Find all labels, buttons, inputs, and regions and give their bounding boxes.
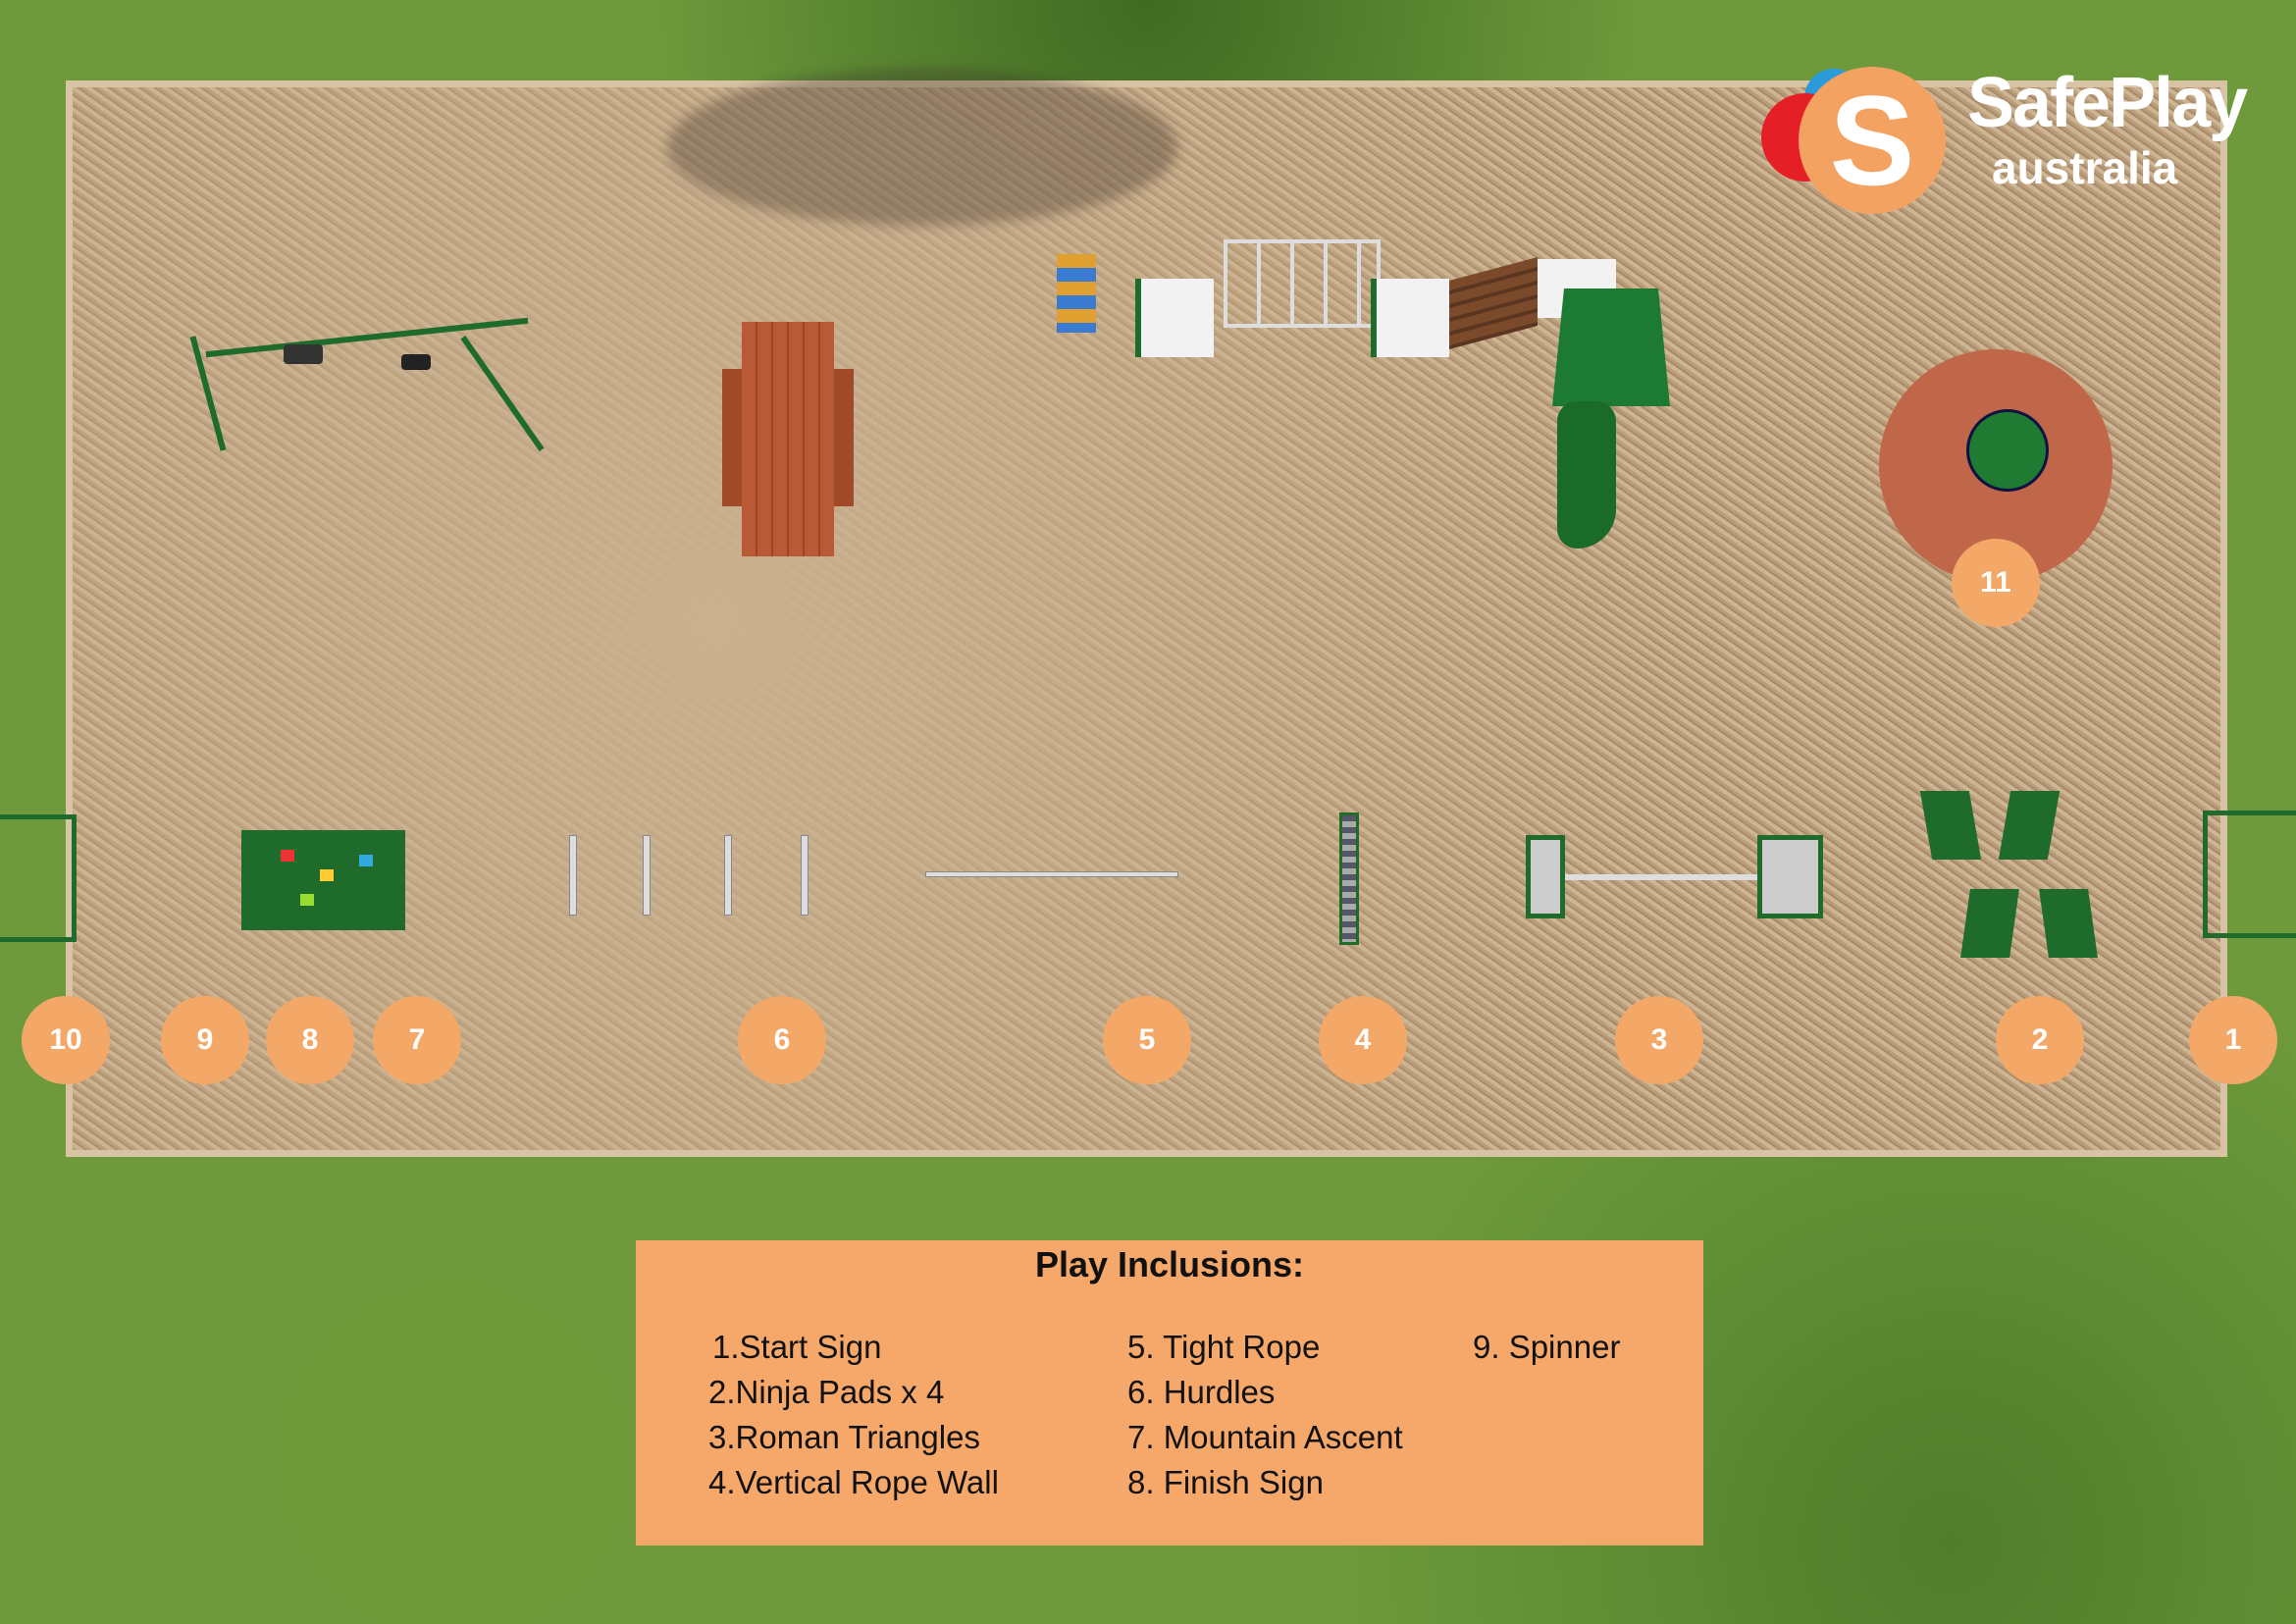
legend-item: 8. Finish Sign bbox=[1127, 1464, 1324, 1500]
play-area-mulch bbox=[66, 80, 2227, 1157]
legend-item: 4.Vertical Rope Wall bbox=[708, 1464, 999, 1500]
vertical-rope-wall bbox=[1339, 812, 1359, 945]
swing-set bbox=[189, 315, 545, 476]
marker-9: 9 bbox=[161, 996, 249, 1084]
start-sign bbox=[2203, 811, 2296, 938]
legend-title: Play Inclusions: bbox=[1034, 1244, 1305, 1284]
logo-sub: australia bbox=[1992, 142, 2178, 193]
marker-4: 4 bbox=[1319, 996, 1407, 1084]
legend-item: 5. Tight Rope bbox=[1127, 1329, 1321, 1365]
spinner bbox=[1966, 409, 2049, 492]
marker-10: 10 bbox=[22, 996, 110, 1084]
play-inclusions-legend: Play Inclusions: 1.Start Sign 2.Ninja Pa… bbox=[636, 1240, 1703, 1545]
play-structure bbox=[1047, 176, 1706, 579]
hurdles bbox=[569, 835, 814, 916]
logo-s-circle: S bbox=[1799, 67, 1946, 214]
marker-11: 11 bbox=[1952, 539, 2040, 627]
legend-item: 9. Spinner bbox=[1473, 1329, 1621, 1365]
legend-item: 1.Start Sign bbox=[712, 1329, 882, 1365]
logo-brand: SafePlay bbox=[1967, 64, 2248, 142]
ninja-pads bbox=[1919, 791, 2098, 960]
legend-item: 6. Hurdles bbox=[1127, 1374, 1276, 1410]
legend-item: 7. Mountain Ascent bbox=[1127, 1419, 1403, 1455]
marker-2: 2 bbox=[1996, 996, 2084, 1084]
marker-5: 5 bbox=[1103, 996, 1191, 1084]
legend-item: 2.Ninja Pads x 4 bbox=[708, 1374, 945, 1410]
marker-8: 8 bbox=[266, 996, 354, 1084]
picnic-table bbox=[722, 322, 854, 556]
marker-7: 7 bbox=[373, 996, 461, 1084]
finish-sign bbox=[0, 814, 77, 942]
marker-1: 1 bbox=[2189, 996, 2277, 1084]
safeplay-logo: S SafePlay australia bbox=[1761, 59, 2248, 216]
mountain-ascent-wall bbox=[241, 830, 405, 930]
legend-item: 3.Roman Triangles bbox=[708, 1419, 980, 1455]
marker-6: 6 bbox=[738, 996, 826, 1084]
roman-triangles bbox=[1526, 835, 1823, 918]
tight-rope bbox=[925, 871, 1178, 877]
marker-3: 3 bbox=[1615, 996, 1703, 1084]
tree-shadow bbox=[667, 69, 1177, 226]
